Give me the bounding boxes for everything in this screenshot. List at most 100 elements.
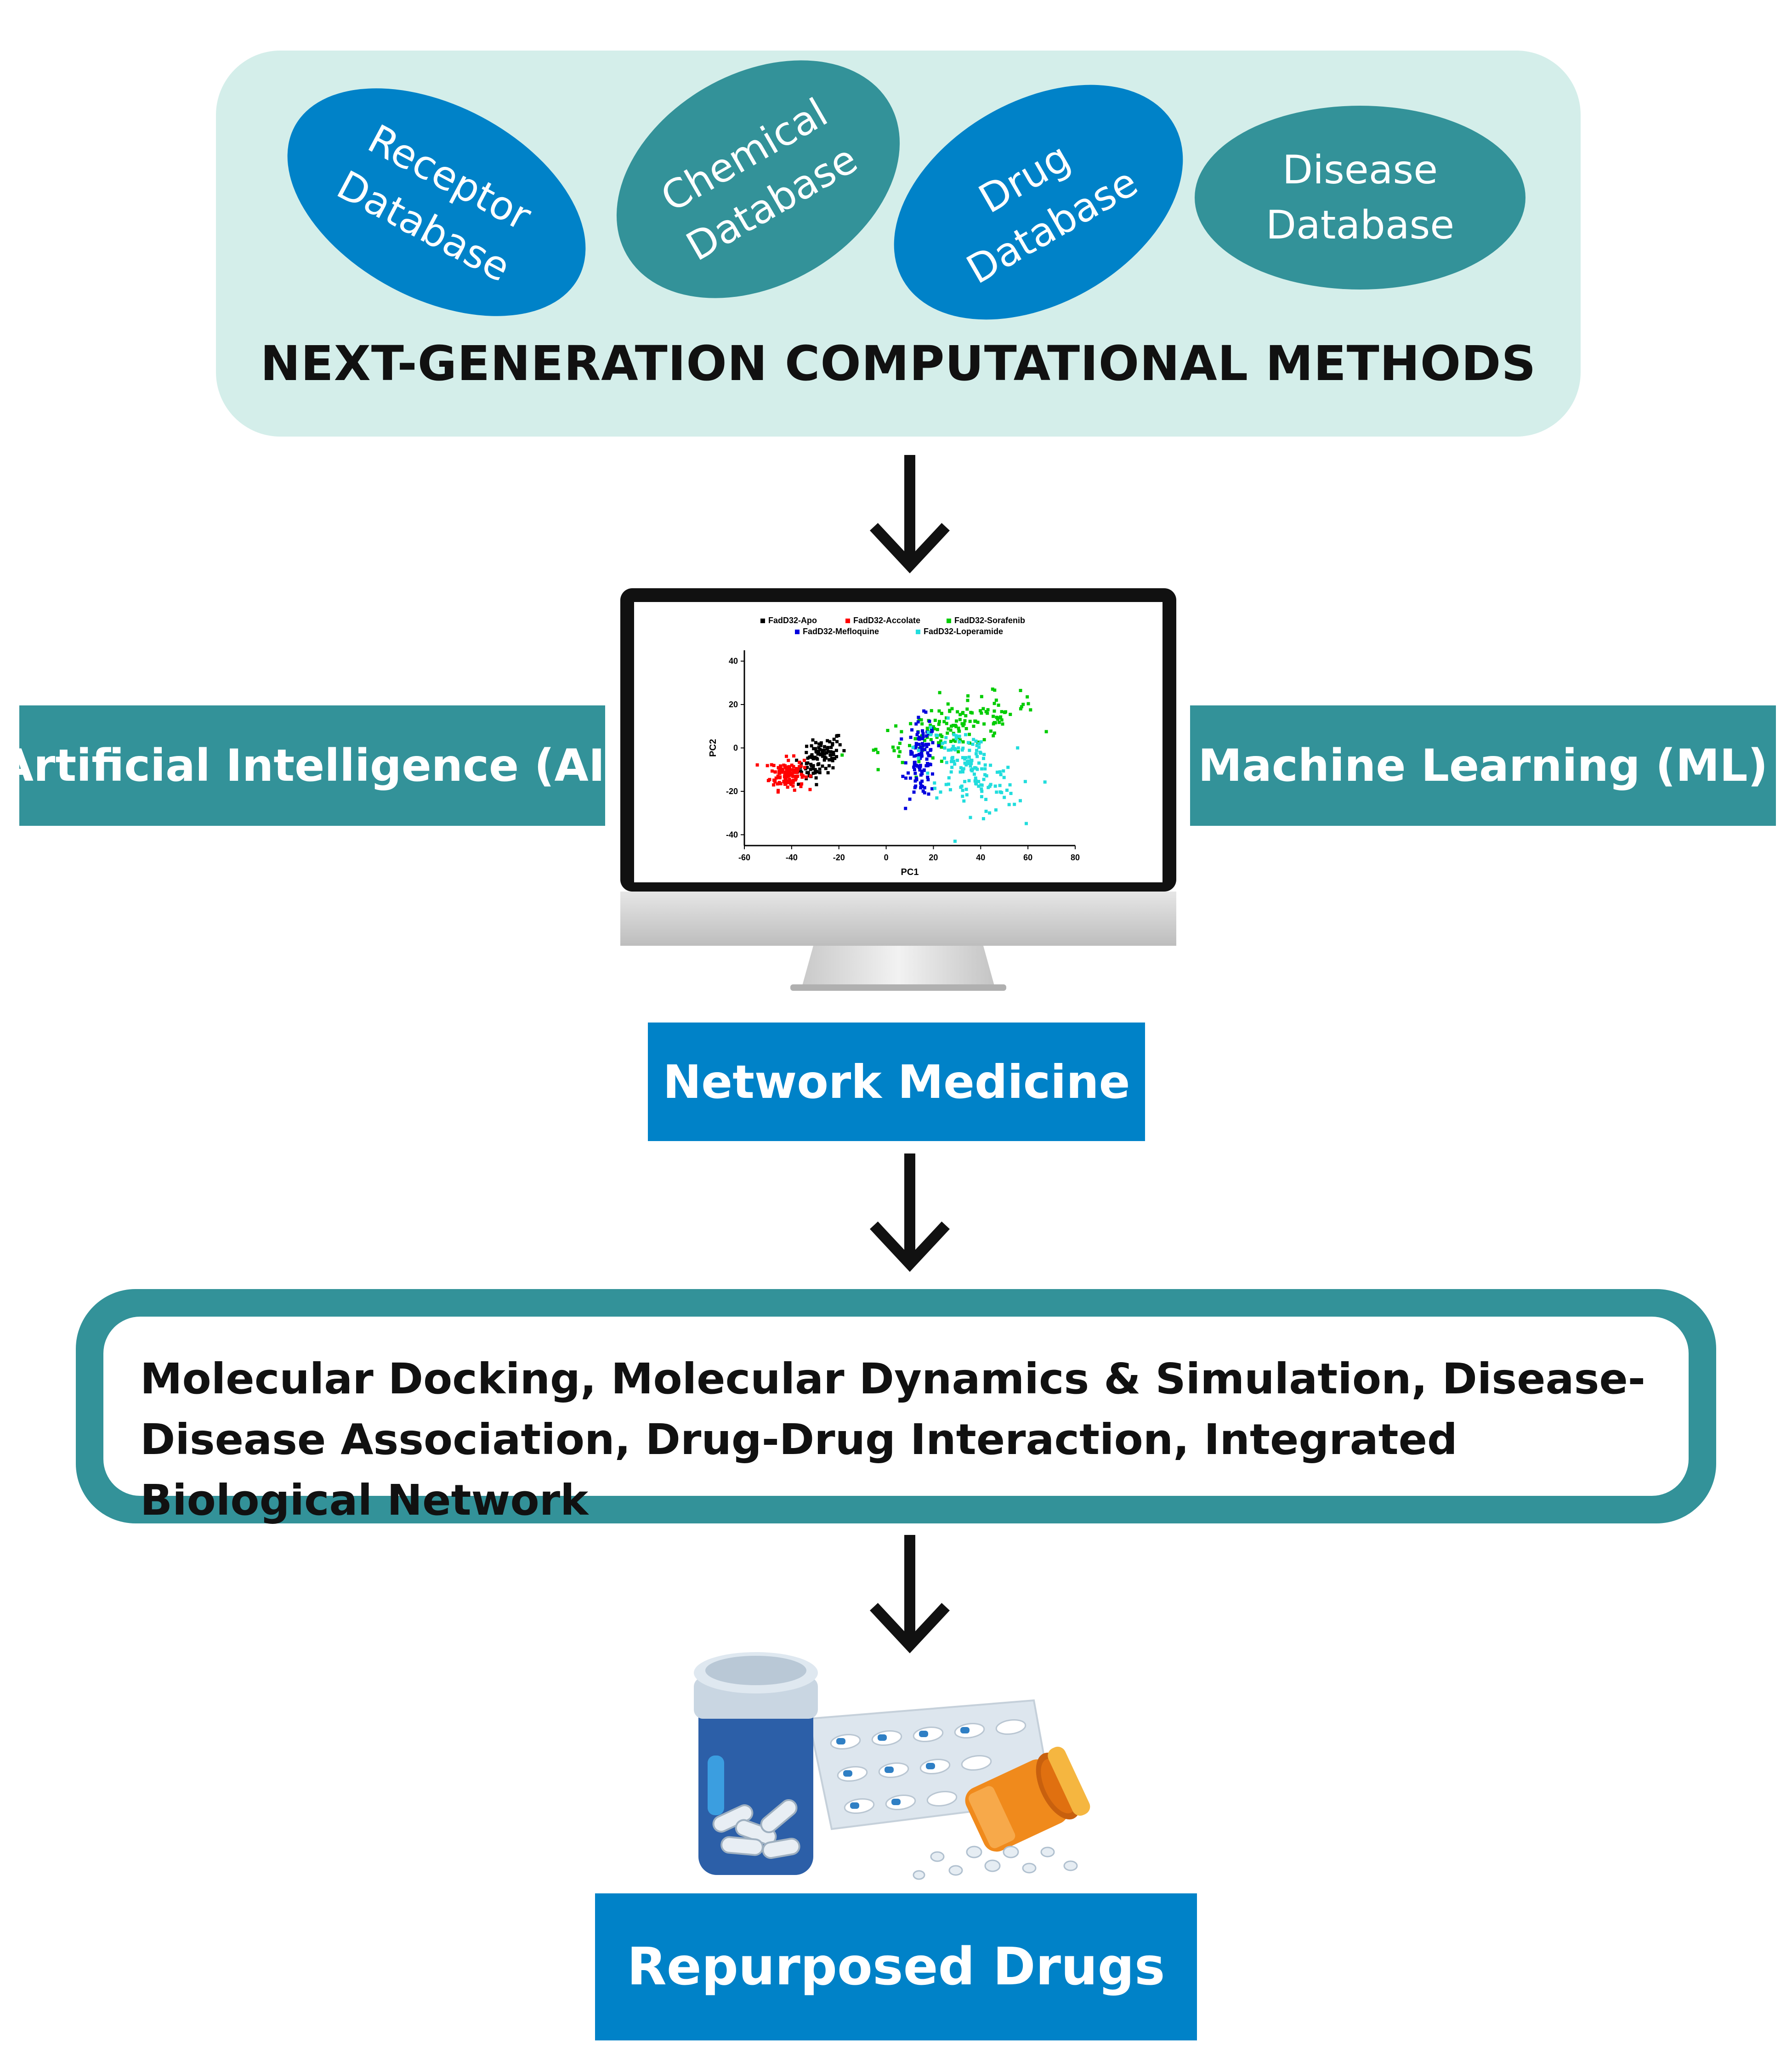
scatter-point bbox=[1000, 710, 1004, 714]
scatter-point bbox=[986, 708, 990, 711]
scatter-point bbox=[927, 792, 930, 796]
scatter-point bbox=[949, 748, 953, 752]
scatter-point bbox=[777, 766, 780, 769]
scatter-point bbox=[994, 808, 998, 812]
scatter-point bbox=[810, 744, 813, 748]
scatter-point bbox=[809, 774, 812, 778]
scatter-point bbox=[960, 748, 964, 752]
scatter-point bbox=[975, 782, 978, 786]
pca-scatter-plot: FadD32-Apo FadD32-Accolate FadD32-Sorafe… bbox=[708, 616, 1080, 877]
scatter-point bbox=[930, 787, 934, 790]
scatter-point bbox=[921, 737, 924, 740]
scatter-point bbox=[938, 691, 941, 694]
scatter-point bbox=[976, 721, 980, 724]
scatter-point bbox=[783, 765, 787, 769]
scatter-point bbox=[914, 722, 918, 726]
scatter-point bbox=[766, 764, 769, 767]
scatter-point bbox=[961, 770, 965, 774]
scatter-point bbox=[923, 739, 926, 742]
scatter-point bbox=[924, 764, 928, 767]
scatter-point bbox=[1024, 822, 1028, 825]
scatter-point bbox=[776, 782, 779, 786]
scatter-point bbox=[927, 743, 930, 746]
scatter-point bbox=[822, 745, 826, 749]
scatter-point bbox=[921, 790, 925, 793]
scatter-point bbox=[874, 748, 878, 751]
scatter-point bbox=[983, 767, 987, 771]
scatter-point bbox=[917, 753, 921, 756]
ai-box: Artificial Intelligence (AI) bbox=[0, 705, 625, 826]
scatter-point bbox=[964, 788, 968, 791]
scatter-point bbox=[929, 723, 932, 727]
scatter-point bbox=[946, 716, 950, 720]
scatter-point bbox=[979, 740, 983, 744]
scatter-point bbox=[984, 798, 988, 801]
scatter-point bbox=[777, 769, 781, 773]
scatter-point bbox=[1026, 702, 1030, 705]
scatter-point bbox=[961, 740, 965, 744]
scatter-point bbox=[983, 773, 987, 777]
scatter-point bbox=[920, 722, 924, 726]
scatter-point bbox=[974, 739, 978, 743]
scatter-point bbox=[832, 753, 835, 756]
scatter-point bbox=[802, 759, 806, 762]
scatter-point bbox=[921, 729, 924, 733]
scatter-point bbox=[977, 745, 981, 749]
scatter-point bbox=[949, 728, 953, 732]
scatter-point bbox=[952, 744, 955, 748]
y-tick-label: 40 bbox=[729, 657, 738, 666]
scatter-point bbox=[821, 755, 825, 758]
scatter-point bbox=[931, 756, 935, 760]
scatter-point bbox=[980, 695, 983, 699]
scatter-point bbox=[1044, 730, 1048, 733]
scatter-point bbox=[998, 770, 1002, 774]
scatter-point bbox=[993, 688, 997, 692]
scatter-point bbox=[894, 724, 898, 728]
methods-box: Molecular Docking, Molecular Dynamics & … bbox=[103, 1317, 1689, 1525]
scatter-point bbox=[996, 717, 999, 721]
repurposed-drugs-box: Repurposed Drugs bbox=[595, 1893, 1197, 2040]
scatter-point bbox=[922, 709, 926, 713]
scatter-point bbox=[997, 704, 1000, 707]
scatter-point bbox=[949, 770, 953, 774]
scatter-point bbox=[955, 719, 958, 723]
scatter-point bbox=[817, 752, 821, 756]
scatter-point bbox=[995, 770, 999, 774]
scatter-point bbox=[942, 720, 946, 723]
scatter-point bbox=[960, 784, 964, 788]
scatter-point bbox=[1026, 695, 1029, 699]
scatter-point bbox=[898, 750, 902, 754]
scatter-point bbox=[933, 727, 936, 731]
scatter-point bbox=[898, 741, 902, 745]
scatter-point bbox=[972, 724, 975, 728]
scatter-point bbox=[908, 744, 912, 747]
scatter-point bbox=[922, 768, 926, 772]
scatter-point bbox=[783, 783, 787, 786]
scatter-point bbox=[811, 772, 815, 775]
scatter-point bbox=[786, 767, 790, 771]
x-tick-label: -20 bbox=[833, 853, 845, 862]
scatter-point bbox=[891, 745, 895, 749]
scatter-point bbox=[981, 707, 985, 710]
scatter-point bbox=[1004, 710, 1007, 714]
scatter-point bbox=[809, 762, 813, 766]
scatter-point bbox=[958, 740, 961, 744]
scatter-point bbox=[986, 711, 989, 715]
scatter-point bbox=[980, 787, 983, 791]
scatter-point bbox=[1019, 688, 1022, 692]
x-tick-label: -60 bbox=[738, 853, 750, 862]
scatter-point bbox=[838, 743, 842, 747]
arrow-down-icon bbox=[870, 1535, 950, 1653]
scatter-point bbox=[907, 771, 910, 775]
scatter-point bbox=[1000, 791, 1004, 795]
scatter-point bbox=[773, 770, 777, 774]
scatter-point bbox=[779, 764, 783, 768]
scatter-point bbox=[947, 727, 950, 731]
scatter-point bbox=[904, 761, 907, 765]
scatter-point bbox=[940, 711, 943, 715]
scatter-point bbox=[983, 763, 987, 767]
scatter-point bbox=[946, 702, 950, 706]
scatter-point bbox=[1029, 708, 1032, 712]
scatter-point bbox=[917, 718, 921, 722]
scatter-point bbox=[842, 749, 846, 752]
